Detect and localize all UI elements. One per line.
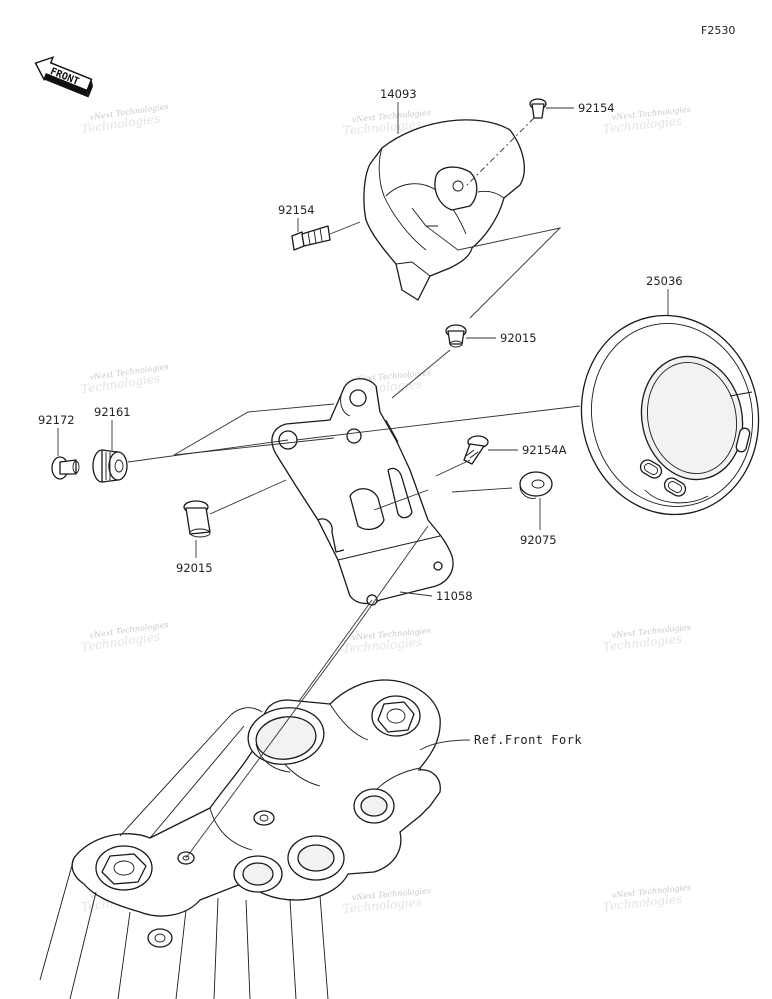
meter-cover bbox=[363, 119, 525, 301]
part-number-92154-top: 92154 bbox=[578, 101, 615, 115]
part-number-92161: 92161 bbox=[94, 405, 131, 419]
damper-92161 bbox=[92, 449, 128, 483]
pin-92172 bbox=[51, 456, 80, 480]
screw-92154A bbox=[463, 435, 489, 465]
figure-code: F2530 bbox=[701, 24, 735, 37]
part-number-92015-bottom: 92015 bbox=[176, 561, 213, 575]
front-arrow-icon: FRONT bbox=[34, 56, 93, 98]
grommet-92015-bottom bbox=[183, 500, 211, 538]
part-number-92015-top: 92015 bbox=[500, 331, 537, 345]
part-number-11058: 11058 bbox=[436, 589, 473, 603]
part-number-14093: 14093 bbox=[380, 87, 417, 101]
watermark-back: Technologies bbox=[342, 895, 422, 916]
watermark-back: Technologies bbox=[342, 117, 422, 138]
meter-unit bbox=[580, 314, 760, 516]
part-number-92075: 92075 bbox=[520, 533, 557, 547]
part-number-25036: 25036 bbox=[646, 274, 683, 288]
part-number-92172: 92172 bbox=[38, 413, 75, 427]
reference-front-fork: Ref.Front Fork bbox=[474, 733, 582, 747]
washer-92075 bbox=[519, 471, 553, 499]
part-number-92154-left: 92154 bbox=[278, 203, 315, 217]
front-fork-clamp bbox=[39, 679, 441, 999]
grommet-92015-top bbox=[445, 324, 467, 348]
screw-92154-top bbox=[529, 98, 547, 119]
watermark-back: Technologies bbox=[342, 635, 422, 656]
meter-bracket bbox=[271, 378, 454, 606]
screw-92154-left bbox=[291, 225, 331, 251]
part-number-92154A: 92154A bbox=[522, 443, 567, 457]
